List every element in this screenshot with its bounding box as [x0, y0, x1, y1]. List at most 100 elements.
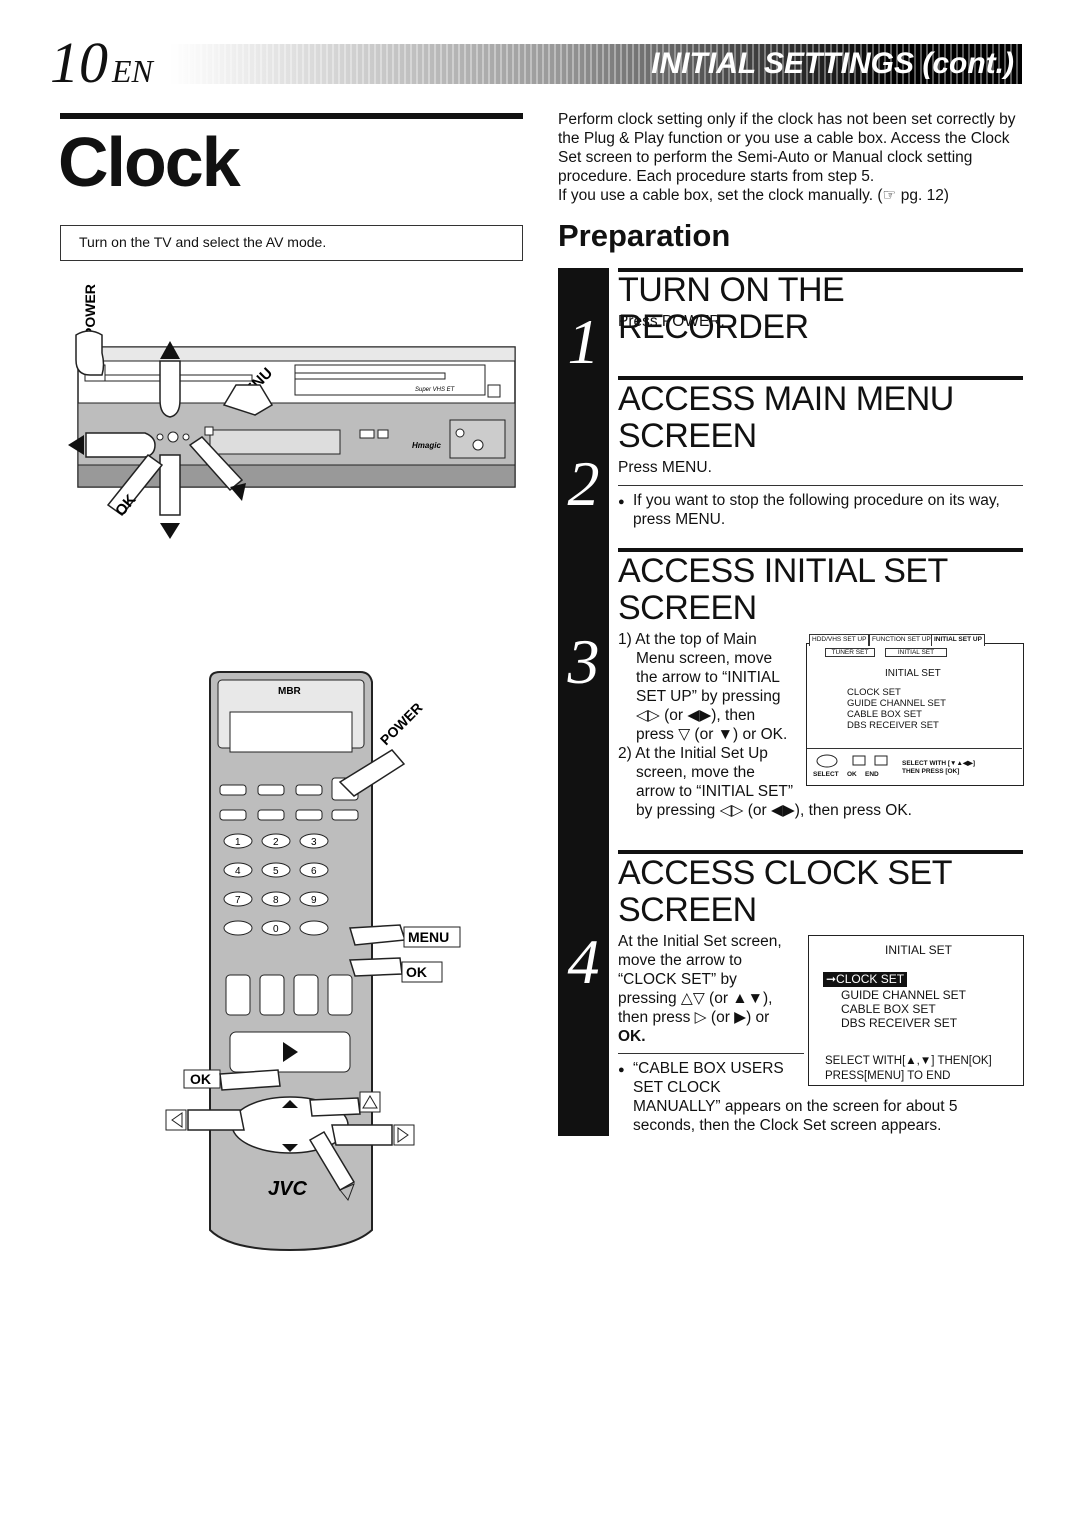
osd2-footer: SELECT WITH[▲,▼] THEN[OK] PRESS[MENU] TO…: [825, 1054, 992, 1084]
step-3-line-7: 2) At the Initial Set Up: [618, 745, 768, 762]
osd2-selected-clock-set: ➞CLOCK SET: [823, 972, 908, 987]
step-2-divider: [618, 485, 1023, 486]
step-4-bullet-line-1: “CABLE BOX USERS: [618, 1059, 784, 1080]
step-3-heading-2: SCREEN: [618, 589, 757, 627]
step-number-1: 1: [567, 306, 600, 377]
section-title: INITIAL SETTINGS (cont.): [651, 47, 1014, 80]
initial-set-screen: INITIAL SET ➞CLOCK SET GUIDE CHANNEL SET…: [808, 935, 1024, 1086]
osd-heading: INITIAL SET: [885, 668, 941, 679]
osd2-footer-line-1: SELECT WITH[▲,▼] THEN[OK]: [825, 1055, 992, 1067]
step-4-line-4: pressing △▽ (or ▲▼),: [618, 990, 773, 1007]
step-3-line-5: ◁▷ (or ◀▶), then: [636, 707, 756, 724]
remote-ok2-label: OK: [190, 1071, 211, 1087]
tab-hdd-vhs-setup: HDD/VHS SET UP: [809, 634, 870, 646]
intro-paragraph: Perform clock setting only if the clock …: [558, 111, 1016, 185]
remote-illustration: MBR 1 2 3 4 5 6 7 8 9 0 JVC POWER MENU O…: [165, 671, 461, 1252]
remote-menu-label: MENU: [408, 929, 449, 945]
svg-text:3: 3: [311, 837, 317, 848]
svg-text:6: 6: [311, 866, 317, 877]
step-3-line-6: press ▽ (or ▼) or OK.: [636, 726, 788, 743]
step-3-line-8: screen, move the: [636, 764, 755, 781]
prerequisite-note: Turn on the TV and select the AV mode.: [60, 225, 523, 261]
osd-footer-end: END: [865, 771, 879, 778]
osd-footer-select: SELECT: [813, 771, 839, 778]
remote-ok-label: OK: [406, 964, 427, 980]
step-4-bullet-line-3: MANUALLY” appears on the screen for abou…: [633, 1098, 958, 1115]
step-2-rule: [618, 376, 1023, 380]
osd-footer-instruction-1: SELECT WITH [▼▲◀▶]: [902, 760, 976, 767]
step-number-3: 3: [567, 626, 600, 697]
osd2-footer-line-2: PRESS[MENU] TO END: [825, 1070, 951, 1082]
vcr-illustration: Super VHS ET Hmagic POWER MENU OK: [68, 284, 516, 539]
intro-text: Perform clock setting only if the clock …: [558, 110, 1028, 205]
svg-text:9: 9: [311, 895, 317, 906]
step-4-line-2: move the arrow to: [618, 952, 743, 969]
title-rule: [60, 113, 523, 119]
language-code: EN: [112, 53, 153, 89]
step-2-heading-1: ACCESS MAIN MENU: [618, 380, 954, 418]
svg-text:5: 5: [273, 866, 279, 877]
step-number-2: 2: [567, 448, 600, 519]
remote-brand: JVC: [268, 1178, 307, 1200]
svg-text:0: 0: [273, 924, 279, 935]
subtab-initial-set: INITIAL SET: [885, 648, 947, 657]
step-4-rule: [618, 850, 1023, 854]
step-4-bullet-line-2: SET CLOCK: [633, 1079, 721, 1096]
vcr-power-label: POWER: [82, 284, 98, 337]
section-header-bar: INITIAL SETTINGS (cont.): [170, 44, 1022, 84]
osd-item-clock-set: CLOCK SET: [847, 687, 901, 698]
step-1-body: Press POWER.: [618, 313, 725, 330]
remote-power-label: POWER: [377, 699, 426, 748]
tab-initial-setup: INITIAL SET UP: [931, 634, 985, 646]
step-4-divider: [618, 1053, 804, 1054]
step-4-line-3: “CLOCK SET” by: [618, 971, 737, 988]
svg-text:7: 7: [235, 895, 241, 906]
osd2-item-dbs-receiver: DBS RECEIVER SET: [841, 1016, 958, 1030]
tab-function-setup: FUNCTION SET UP: [869, 634, 934, 646]
step-3-line-3: the arrow to “INITIAL: [636, 669, 780, 686]
step-4-heading-2: SCREEN: [618, 891, 757, 929]
osd2-item-guide-channel: GUIDE CHANNEL SET: [841, 988, 966, 1002]
osd-item-dbs-receiver: DBS RECEIVER SET: [847, 720, 939, 731]
osd-button-icons: [816, 754, 888, 768]
osd2-item-cable-box: CABLE BOX SET: [841, 1002, 936, 1016]
step-sidebar: [558, 268, 609, 1136]
step-4-bullet-line-4: seconds, then the Clock Set screen appea…: [633, 1117, 942, 1134]
page-title: Clock: [58, 123, 241, 201]
svg-text:Hmagic: Hmagic: [412, 441, 441, 450]
osd-item-cable-box: CABLE BOX SET: [847, 709, 922, 720]
step-2-body: Press MENU.: [618, 459, 712, 476]
step-3-line-9: arrow to “INITIAL SET”: [636, 783, 794, 800]
step-3-rule: [618, 548, 1023, 552]
step-number-4: 4: [567, 926, 600, 997]
step-2-heading-2: SCREEN: [618, 417, 757, 455]
subtab-tuner-set: TUNER SET: [825, 648, 875, 657]
svg-text:MBR: MBR: [278, 686, 302, 697]
step-1-rule: [618, 268, 1023, 272]
step-3-line-2: Menu screen, move: [636, 650, 773, 667]
step-3-line-10: by pressing ◁▷ (or ◀▶), then press OK.: [636, 802, 912, 819]
osd-item-guide-channel: GUIDE CHANNEL SET: [847, 698, 946, 709]
step-4-line-5: then press ▷ (or ▶) or: [618, 1009, 770, 1026]
step-1-heading: TURN ON THE RECORDER: [618, 271, 845, 346]
initial-setup-screen: HDD/VHS SET UP FUNCTION SET UP INITIAL S…: [806, 634, 1024, 786]
step-3-heading-1: ACCESS INITIAL SET: [618, 552, 948, 590]
step-4-line-1: At the Initial Set screen,: [618, 933, 782, 950]
svg-text:Super VHS ET: Super VHS ET: [415, 387, 456, 393]
osd2-heading: INITIAL SET: [885, 943, 952, 957]
svg-text:2: 2: [273, 837, 279, 848]
step-3-line-1: 1) At the top of Main: [618, 631, 757, 648]
svg-text:8: 8: [273, 895, 279, 906]
step-4-line-6: OK.: [618, 1028, 646, 1045]
svg-text:4: 4: [235, 866, 241, 877]
preparation-heading: Preparation: [558, 218, 731, 253]
step-3-line-4: SET UP” by pressing: [636, 688, 781, 705]
osd-footer-ok: OK: [847, 771, 857, 778]
step-4-heading-1: ACCESS CLOCK SET: [618, 854, 952, 892]
svg-text:1: 1: [235, 837, 241, 848]
osd-footer: SELECT OK END SELECT WITH [▼▲◀▶] THEN PR…: [807, 748, 1022, 784]
osd-footer-instruction-2: THEN PRESS [OK]: [902, 768, 960, 775]
step-2-bullet: If you want to stop the following proced…: [618, 491, 1008, 529]
intro-cable-note: If you use a cable box, set the clock ma…: [558, 187, 949, 204]
